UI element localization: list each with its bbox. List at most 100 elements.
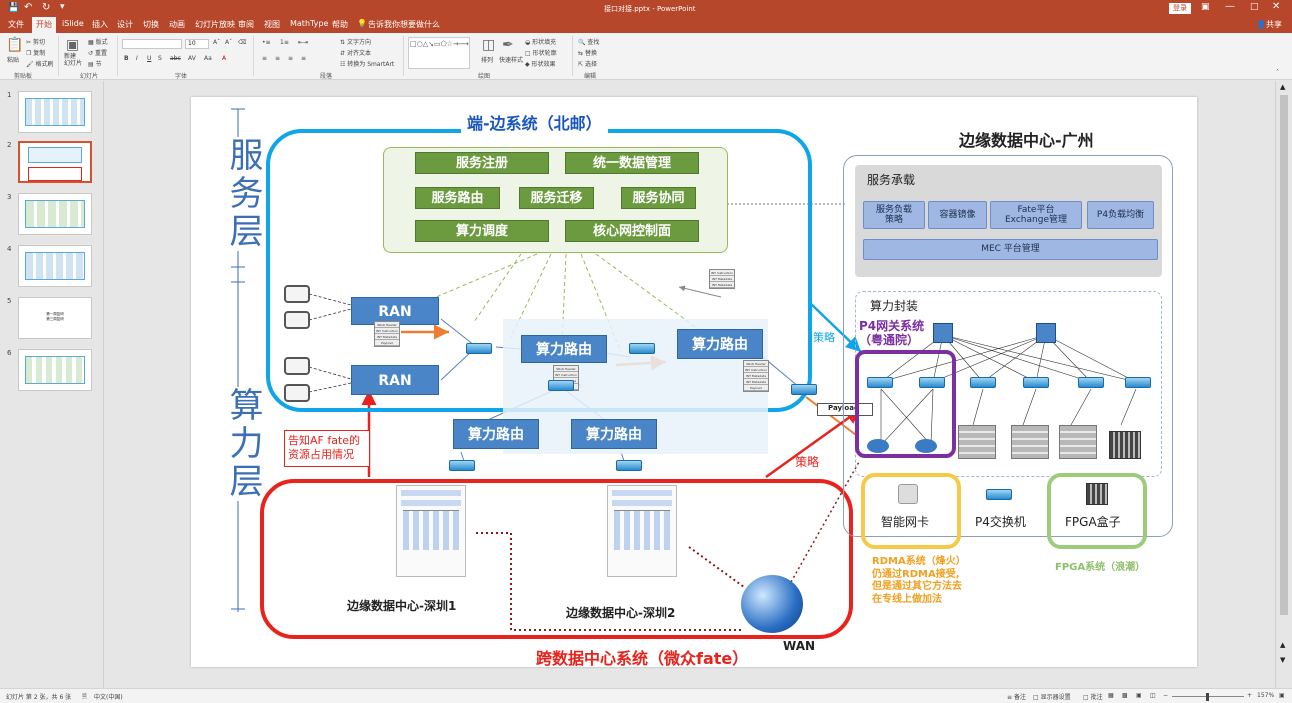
slide-thumb-3[interactable]	[18, 193, 92, 235]
quick-styles-icon[interactable]: ✒	[502, 37, 514, 53]
close-icon[interactable]: ✕	[1272, 1, 1281, 12]
justify-icon[interactable]: ≡	[301, 55, 307, 62]
replace-button[interactable]: ⇆ 替换	[578, 50, 597, 57]
compute-router-1[interactable]: 算力路由	[521, 335, 607, 363]
tab-file[interactable]: 文件	[8, 20, 24, 29]
align-right-icon[interactable]: ≡	[288, 55, 294, 62]
fit-slide-icon[interactable]: ▣	[1279, 692, 1285, 699]
compute-router-3[interactable]: 算力路由	[453, 419, 539, 449]
section-button[interactable]: ▤ 节	[88, 61, 102, 68]
vertical-scrollbar[interactable]: ▲ ▲ ▼	[1275, 81, 1292, 688]
cut-button[interactable]: ✂ 剪切	[26, 39, 45, 46]
bullets-icon[interactable]: •≡	[262, 39, 271, 46]
italic-icon[interactable]: I	[136, 55, 138, 62]
tab-slideshow[interactable]: 幻灯片放映	[195, 20, 235, 29]
tab-animations[interactable]: 动画	[169, 20, 185, 29]
zoom-in-icon[interactable]: +	[1247, 692, 1253, 699]
ran-node-1[interactable]: RAN	[351, 297, 439, 325]
next-slide-icon[interactable]: ▼	[1280, 656, 1286, 664]
service-routing[interactable]: 服务路由	[415, 187, 500, 209]
tab-help[interactable]: 帮助	[332, 20, 348, 29]
align-left-icon[interactable]: ≡	[262, 55, 268, 62]
share-button[interactable]: 👤共享	[1256, 20, 1282, 29]
unified-data-mgmt[interactable]: 统一数据管理	[565, 152, 699, 174]
shapes-gallery[interactable]: □○△↘▭⬠☆→⟶◯△▮▶◇▪	[408, 37, 470, 69]
login-button[interactable]: 登录	[1169, 3, 1191, 14]
slide-thumb-1[interactable]	[18, 91, 92, 133]
display-settings-button[interactable]: □ 显示器设置	[1033, 694, 1071, 701]
collapse-ribbon-icon[interactable]: ˄	[1276, 69, 1279, 76]
slide-canvas[interactable]: 服务层 算力层 端-边系统（北邮） 服务注册 统一数据管理 服务路由 服务迁移 …	[191, 97, 1197, 667]
char-spacing-icon[interactable]: AV	[188, 55, 196, 62]
compute-scheduling[interactable]: 算力调度	[415, 220, 549, 242]
zoom-out-icon[interactable]: −	[1163, 692, 1169, 699]
slideshow-view-icon[interactable]: ◫	[1150, 692, 1156, 699]
notes-button[interactable]: ≡ 备注	[1007, 694, 1026, 701]
service-migration[interactable]: 服务迁移	[519, 187, 594, 209]
new-slide-icon[interactable]: ▣	[66, 37, 80, 53]
maximize-icon[interactable]: □	[1250, 2, 1259, 12]
bold-icon[interactable]: B	[124, 55, 129, 62]
new-slide-button[interactable]: 新建 幻灯片	[64, 53, 83, 67]
smartart-button[interactable]: ☷ 转换为 SmartArt	[340, 61, 395, 68]
shape-effects-button[interactable]: ◆ 形状效果	[525, 61, 556, 68]
font-color-icon[interactable]: A	[222, 55, 227, 62]
tell-me-input[interactable]: 告诉我你想要做什么	[368, 20, 440, 29]
zoom-slider-thumb[interactable]	[1206, 693, 1209, 701]
container-image-button[interactable]: 容器镜像	[928, 201, 987, 229]
undo-icon[interactable]: ↶	[24, 2, 33, 13]
underline-icon[interactable]: U	[147, 55, 152, 62]
arrange-button[interactable]: 排列	[481, 57, 494, 64]
quick-styles-button[interactable]: 快速样式	[499, 57, 524, 64]
align-text-button[interactable]: ⇵ 对齐文本	[340, 50, 371, 57]
align-center-icon[interactable]: ≡	[275, 55, 281, 62]
ran-node-2[interactable]: RAN	[351, 365, 439, 395]
indent-icon[interactable]: ⇤⇥	[298, 39, 309, 46]
text-direction-button[interactable]: ⇅ 文字方向	[340, 39, 371, 46]
zoom-level[interactable]: 157%	[1257, 692, 1275, 699]
compute-router-2[interactable]: 算力路由	[677, 329, 763, 359]
copy-button[interactable]: ❐ 复制	[26, 50, 46, 57]
select-button[interactable]: ⇱ 选择	[578, 61, 597, 68]
tab-mathtype[interactable]: MathType	[290, 19, 329, 28]
font-size-input[interactable]: 10	[185, 39, 209, 49]
tab-islide[interactable]: iSlide	[62, 19, 84, 28]
ribbon-options-icon[interactable]: ▣	[1201, 2, 1210, 12]
comments-button[interactable]: □ 批注	[1083, 694, 1103, 701]
load-policy-button[interactable]: 服务负载 策略	[863, 201, 925, 229]
spellcheck-icon[interactable]: 🗎	[82, 693, 87, 700]
arrange-icon[interactable]: ◫	[482, 37, 496, 53]
prev-slide-icon[interactable]: ▲	[1280, 641, 1286, 649]
scroll-thumb[interactable]	[1280, 95, 1288, 615]
find-button[interactable]: 🔍 查找	[578, 39, 600, 46]
slide-thumb-2[interactable]	[18, 141, 92, 183]
change-case-icon[interactable]: Aa	[204, 55, 212, 62]
slide-thumb-5[interactable]: 第一周复研 第三周复研	[18, 297, 92, 339]
tab-home[interactable]: 开始	[32, 17, 56, 33]
slide-thumb-6[interactable]	[18, 349, 92, 391]
strikethrough-icon[interactable]: abc	[170, 55, 181, 62]
minimize-icon[interactable]: —	[1225, 1, 1235, 12]
clear-format-icon[interactable]: ⌫	[238, 39, 247, 46]
compute-router-4[interactable]: 算力路由	[571, 419, 657, 449]
shape-fill-button[interactable]: ◒ 形状填充	[525, 39, 557, 46]
layout-button[interactable]: ▦ 版式	[88, 39, 108, 46]
reset-button[interactable]: ↺ 重置	[88, 50, 107, 57]
numbering-icon[interactable]: 1≡	[280, 39, 289, 46]
tab-view[interactable]: 视图	[264, 20, 280, 29]
redo-icon[interactable]: ↻	[42, 2, 51, 13]
service-register[interactable]: 服务注册	[415, 152, 549, 174]
slide-thumb-4[interactable]	[18, 245, 92, 287]
sorter-view-icon[interactable]: ▩	[1122, 692, 1128, 699]
reading-view-icon[interactable]: ▣	[1136, 692, 1142, 699]
normal-view-icon[interactable]: ▦	[1108, 692, 1114, 699]
save-icon[interactable]: 💾	[8, 3, 20, 13]
mec-platform-button[interactable]: MEC 平台管理	[863, 239, 1158, 260]
shrink-font-icon[interactable]: Aˇ	[225, 39, 233, 46]
tab-design[interactable]: 设计	[117, 20, 133, 29]
tab-review[interactable]: 审阅	[238, 20, 254, 29]
service-collab[interactable]: 服务协同	[621, 187, 696, 209]
shape-outline-button[interactable]: □ 形状轮廓	[525, 50, 557, 57]
font-name-input[interactable]	[122, 39, 182, 49]
format-painter-button[interactable]: 🖌 格式刷	[26, 61, 54, 68]
